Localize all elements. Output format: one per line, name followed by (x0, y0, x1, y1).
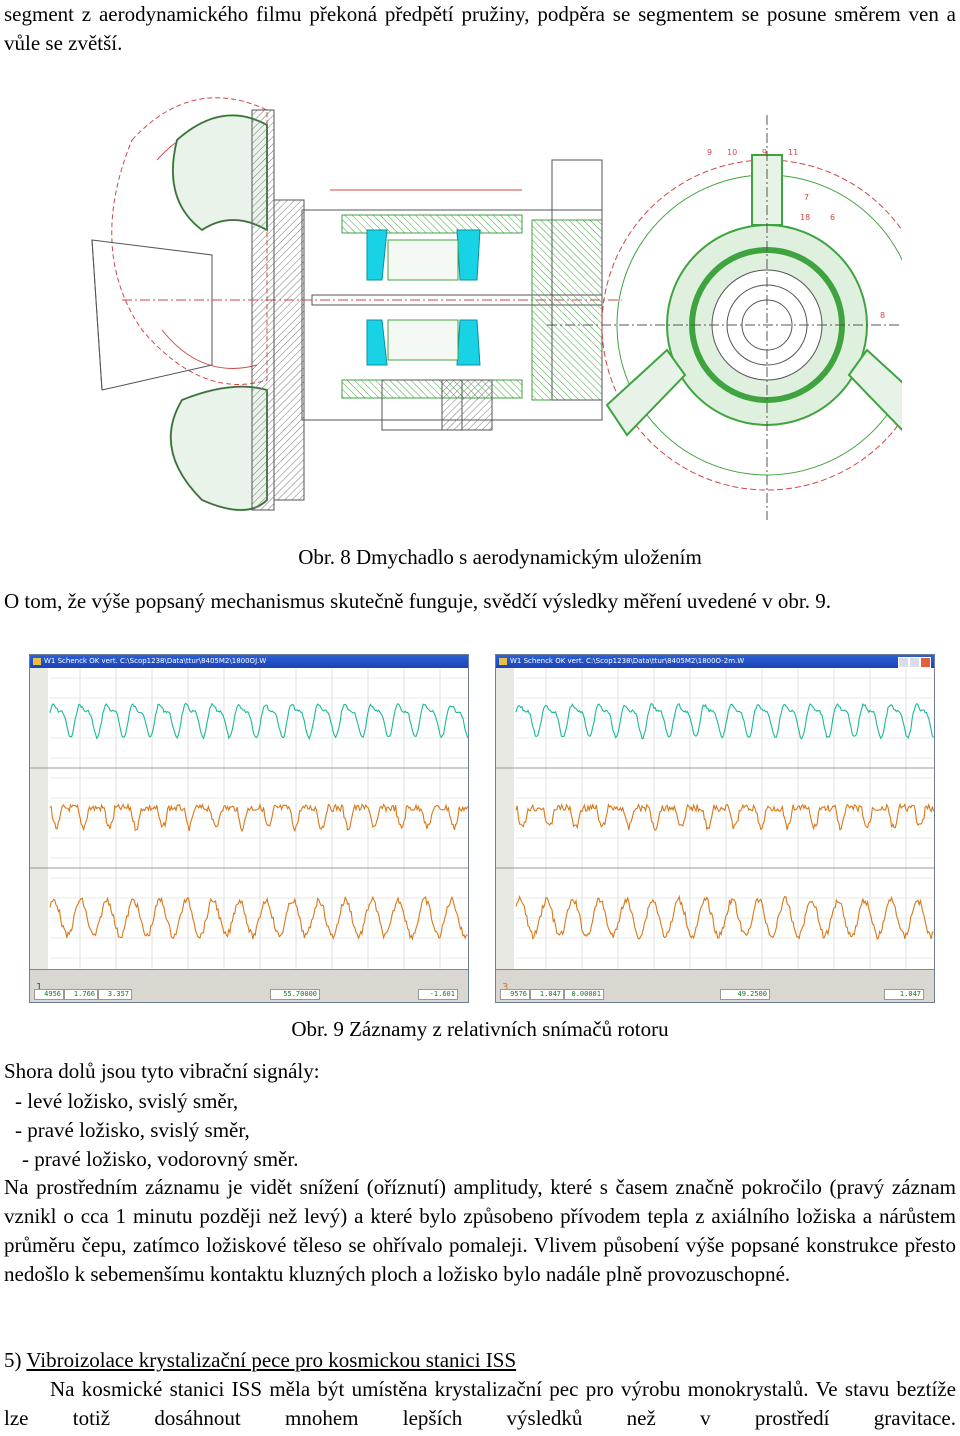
maximize-button[interactable] (909, 657, 920, 668)
signal-trace (49, 702, 468, 741)
status-value: 55.70000 (270, 989, 320, 1000)
part-label: 7 (804, 193, 809, 202)
signals-heading: Shora dolů jsou tyto vibrační signály: (4, 1059, 320, 1083)
part-label: 9 (762, 148, 767, 157)
signal-trace (49, 802, 468, 833)
status-value: 1.047 (884, 989, 924, 1000)
window-title: W1 Schenck OK vert. C:\Scop1238\Data\ttu… (510, 657, 745, 665)
part-label: 11 (788, 148, 798, 157)
part-label: 9 (707, 148, 712, 157)
status-value: 49.2500 (720, 989, 770, 1000)
section-number: 5) (4, 1348, 22, 1372)
close-button[interactable] (920, 657, 931, 668)
signal-trace (515, 894, 934, 941)
window-app-icon (499, 658, 507, 665)
vibration-traces (30, 668, 468, 970)
results-paragraph: O tom, že výše popsaný mechanismus skute… (4, 589, 831, 613)
status-value: -1.601 (418, 989, 458, 1000)
window-titlebar: W1 Schenck OK vert. C:\Scop1238\Data\ttu… (496, 655, 934, 668)
scope-status-bar: 3 9576 1.047 0.00001 49.2500 1.047 (496, 969, 934, 1002)
section-5-paragraph: Na kosmické stanici ISS měla být umístěn… (4, 1377, 956, 1430)
figure-9-caption: Obr. 9 Záznamy z relativních snímačů rot… (291, 1017, 669, 1041)
vibration-traces (496, 668, 934, 970)
channel-number: 3 (502, 982, 509, 993)
section-5-heading: 5) Vibroizolace krystalizační pece pro k… (4, 1346, 516, 1375)
scope-status-bar: 1 4956 1.766 3.357 55.70000 -1.601 (30, 969, 468, 1002)
status-value: 9576 (500, 989, 530, 1000)
part-label: 8 (880, 311, 885, 320)
middle-record-paragraph: Na prostředním záznamu je vidět snížení … (4, 1175, 956, 1286)
channel-number: 1 (36, 982, 43, 993)
signal-trace (515, 702, 934, 740)
part-label: 18 (800, 213, 810, 222)
section-title: Vibroizolace krystalizační pece pro kosm… (26, 1348, 517, 1372)
part-label: 10 (727, 148, 737, 157)
figure-8-caption: Obr. 8 Dmychadlo s aerodynamickým uložen… (298, 545, 702, 569)
status-value: 3.357 (98, 989, 132, 1000)
status-value: 1.766 (64, 989, 98, 1000)
status-value: 1.047 (530, 989, 564, 1000)
signals-list: - levé ložisko, svislý směr, - pravé lož… (12, 1087, 298, 1174)
signal-trace (515, 802, 934, 832)
blower-cad-drawing: 9 10 9 11 7 18 6 8 (91, 97, 960, 525)
status-value: 0.00001 (564, 989, 604, 1000)
window-title: W1 Schenck OK vert. C:\Scop1238\Data\ttu… (44, 657, 267, 665)
status-value: 4956 (34, 989, 64, 1000)
list-item: - pravé ložisko, svislý směr, (15, 1118, 250, 1142)
axis-strip (496, 668, 514, 970)
figure-8-drawing: 9 10 9 11 7 18 6 8 (82, 80, 960, 525)
part-label: 6 (830, 213, 835, 222)
scope-window-right: W1 Schenck OK vert. C:\Scop1238\Data\ttu… (495, 654, 935, 1003)
scope-window-left: W1 Schenck OK vert. C:\Scop1238\Data\ttu… (29, 654, 469, 1003)
window-titlebar: W1 Schenck OK vert. C:\Scop1238\Data\ttu… (30, 655, 468, 668)
list-item: - levé ložisko, svislý směr, (15, 1089, 239, 1113)
intro-paragraph: segment z aerodynamického filmu překoná … (4, 2, 956, 55)
list-item: - pravé ložisko, vodorovný směr. (22, 1147, 299, 1171)
signal-trace (49, 895, 468, 942)
axis-strip (30, 668, 48, 970)
window-app-icon (33, 658, 41, 665)
minimize-button[interactable] (898, 657, 909, 668)
